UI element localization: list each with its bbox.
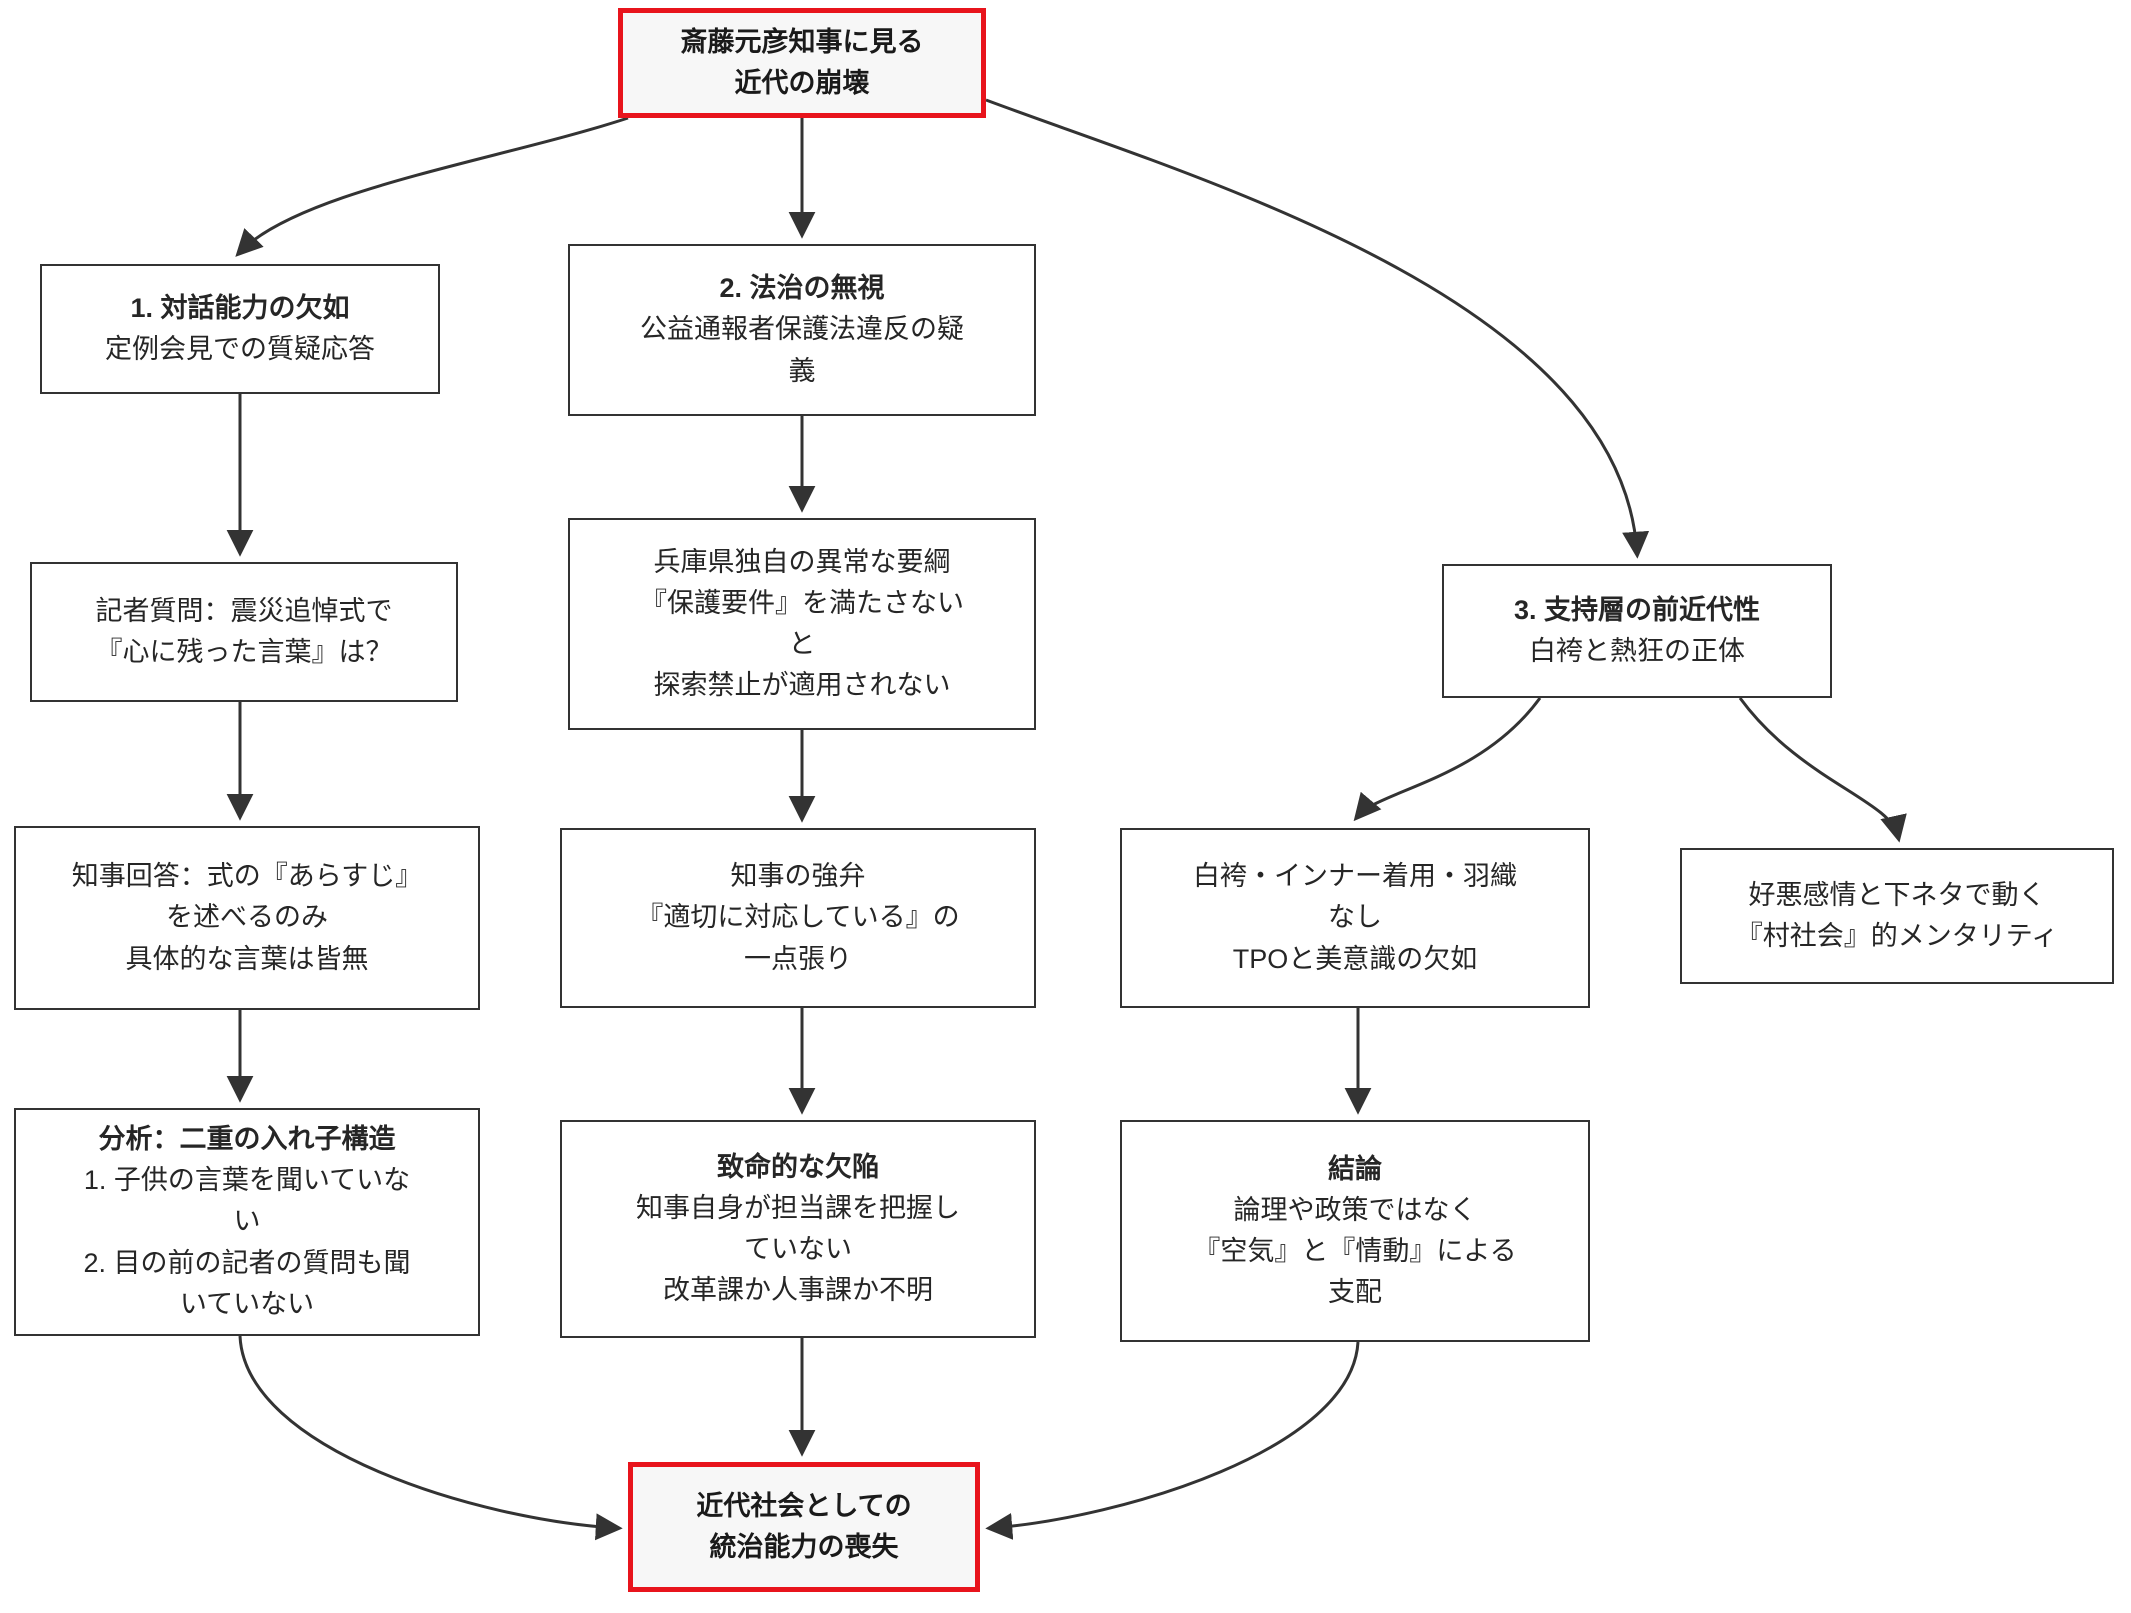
- node-root-line-0: 斎藤元彦知事に見る: [680, 26, 924, 57]
- node-n3[interactable]: 3. 支持層の前近代性白袴と熱狂の正体: [1442, 564, 1832, 698]
- node-n3a-line-2: TPOと美意識の欠如: [1232, 943, 1478, 974]
- node-n3-line-1: 白袴と熱狂の正体: [1529, 636, 1745, 666]
- node-n2b-line-2: 一点張り: [744, 943, 852, 974]
- node-n2a-line-3: 探索禁止が適用されない: [653, 670, 951, 701]
- node-n1c[interactable]: 分析：二重の入れ子構造 1. 子供の言葉を聞いていない 2. 目の前の記者の質問も聞…: [14, 1108, 480, 1336]
- node-n1c-line-2: い: [233, 1206, 261, 1237]
- node-n3a-line-1: なし: [1328, 902, 1382, 933]
- edge-n3c-final: [985, 1341, 1360, 1540]
- node-root[interactable]: 斎藤元彦知事に見る近代の崩壊: [618, 8, 986, 118]
- node-n2-line-2: 義: [788, 355, 816, 386]
- node-n3c-line-1: 論理や政策ではなく: [1233, 1194, 1477, 1225]
- node-n3-line-0: 3. 支持層の前近代性: [1513, 594, 1761, 625]
- node-n2-line-0: 2. 法治の無視: [719, 273, 885, 304]
- node-n1b-line-2: 具体的な言葉は皆無: [125, 943, 369, 974]
- node-n2c-line-1: 知事自身が担当課を把握し: [636, 1192, 960, 1223]
- node-n2a[interactable]: 兵庫県独自の異常な要綱『保護要件』を満たさないと探索禁止が適用されない: [568, 518, 1036, 730]
- node-n1a-line-1: 『心に残った言葉』は？: [95, 637, 393, 667]
- node-n2b-line-0: 知事の強弁: [730, 861, 866, 892]
- node-n2b[interactable]: 知事の強弁『適切に対応している』の一点張り: [560, 828, 1036, 1008]
- node-n2b-line-1: 『適切に対応している』の: [636, 902, 960, 933]
- node-n3c-line-2: 『空気』と『情動』による: [1193, 1236, 1517, 1266]
- node-n2-line-1: 公益通報者保護法違反の疑: [640, 314, 964, 345]
- node-n1[interactable]: 1. 対話能力の欠如定例会見での質疑応答: [40, 264, 440, 394]
- node-n1a[interactable]: 記者質問：震災追悼式で『心に残った言葉』は？: [30, 562, 458, 702]
- node-n3a[interactable]: 白袴・インナー着用・羽織なし TPOと美意識の欠如: [1120, 828, 1590, 1008]
- node-n2c-line-0: 致命的な欠陥: [717, 1151, 879, 1182]
- node-n1a-line-0: 記者質問：震災追悼式で: [95, 595, 393, 626]
- node-n2c[interactable]: 致命的な欠陥知事自身が担当課を把握していない改革課か人事課か不明: [560, 1120, 1036, 1338]
- node-n3c[interactable]: 結論論理や政策ではなく『空気』と『情動』による支配: [1120, 1120, 1590, 1342]
- node-n3c-line-0: 結論: [1328, 1153, 1382, 1184]
- node-n1c-line-4: いていない: [179, 1288, 315, 1319]
- node-n2[interactable]: 2. 法治の無視公益通報者保護法違反の疑義: [568, 244, 1036, 416]
- node-n1-line-1: 定例会見での質疑応答: [105, 334, 375, 364]
- node-final-line-1: 統治能力の喪失: [709, 1532, 899, 1562]
- node-n2c-line-3: 改革課か人事課か不明: [663, 1275, 933, 1306]
- node-final[interactable]: 近代社会としての統治能力の喪失: [628, 1462, 980, 1592]
- node-n1c-line-3: 2. 目の前の記者の質問も聞: [83, 1247, 411, 1278]
- node-n1-line-0: 1. 対話能力の欠如: [130, 292, 350, 323]
- edge-root-n1: [235, 116, 629, 257]
- node-n1b-line-1: を述べるのみ: [166, 902, 328, 933]
- node-root-line-1: 近代の崩壊: [734, 68, 870, 98]
- node-n3b-line-0: 好悪感情と下ネタで動く: [1748, 879, 2046, 910]
- node-n3c-line-3: 支配: [1328, 1277, 1382, 1308]
- node-n1b[interactable]: 知事回答：式の『あらすじ』を述べるのみ具体的な言葉は皆無: [14, 826, 480, 1010]
- node-n1b-line-0: 知事回答：式の『あらすじ』: [71, 861, 423, 892]
- node-n3b-line-1: 『村社会』的メンタリティ: [1735, 921, 2059, 951]
- node-n2a-line-0: 兵庫県独自の異常な要綱: [653, 546, 951, 577]
- node-n1c-line-1: 1. 子供の言葉を聞いていな: [83, 1165, 411, 1196]
- edge-root-n3: [985, 98, 1650, 559]
- node-n2c-line-2: ていない: [744, 1234, 852, 1264]
- node-n1c-line-0: 分析：二重の入れ子構造: [98, 1124, 396, 1155]
- edge-n3-n3a: [1353, 697, 1542, 822]
- node-n3b[interactable]: 好悪感情と下ネタで動く『村社会』的メンタリティ: [1680, 848, 2114, 984]
- edge-n3-n3b: [1738, 697, 1907, 843]
- node-final-line-0: 近代社会としての: [696, 1490, 912, 1521]
- node-n3a-line-0: 白袴・インナー着用・羽織: [1193, 861, 1517, 892]
- edge-n1c-final: [238, 1335, 623, 1541]
- node-n2a-line-2: と: [788, 629, 816, 659]
- node-n2a-line-1: 『保護要件』を満たさない: [640, 587, 964, 618]
